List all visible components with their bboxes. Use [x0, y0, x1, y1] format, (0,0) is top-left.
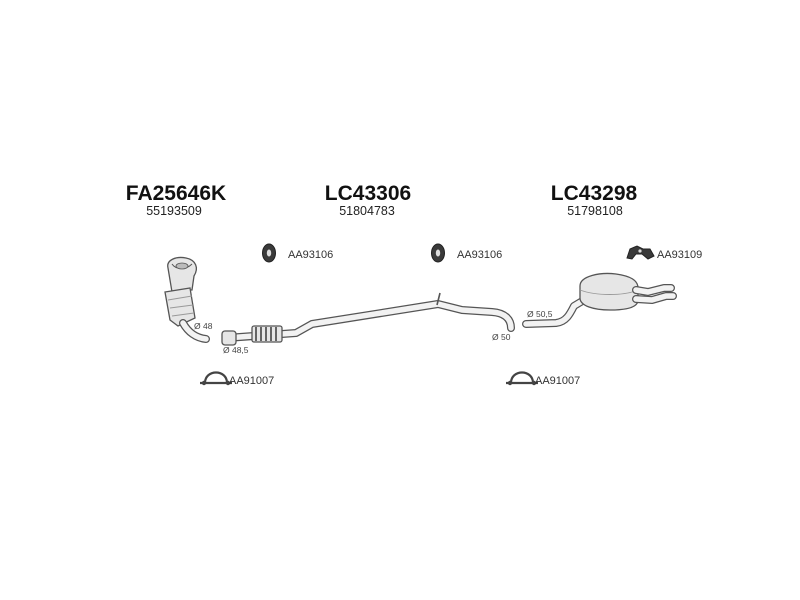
- clamp-2-label: AA91007: [535, 375, 580, 387]
- oem-number-front: 55193509: [146, 204, 202, 218]
- part-code-middle: LC43306: [325, 182, 411, 205]
- hanger-2-label: AA93106: [457, 249, 502, 261]
- part-code-front: FA25646K: [126, 182, 226, 205]
- mid-inlet-diameter: Ø 48,5: [223, 345, 249, 355]
- oem-number-rear: 51798108: [567, 204, 623, 218]
- clamp-1-icon: [200, 371, 232, 386]
- clamp-2-icon: [506, 371, 538, 386]
- rear-silencer: [522, 272, 677, 328]
- intermediate-pipe: [221, 292, 515, 346]
- rubber-hanger-3-icon: [626, 245, 655, 260]
- mid-outlet-diameter: Ø 50: [492, 332, 511, 342]
- rubber-hanger-1-icon: [262, 243, 276, 263]
- rubber-hanger-2-icon: [431, 243, 445, 263]
- clamp-1-label: AA91007: [229, 375, 274, 387]
- rear-inlet-diameter: Ø 50,5: [527, 309, 553, 319]
- cat-outlet-diameter: Ø 48: [194, 321, 213, 331]
- part-code-rear: LC43298: [551, 182, 638, 205]
- oem-number-middle: 51804783: [339, 204, 395, 218]
- hanger-1-label: AA93106: [288, 249, 333, 261]
- hanger-3-label: AA93109: [657, 249, 702, 261]
- catalytic-converter: [164, 256, 210, 343]
